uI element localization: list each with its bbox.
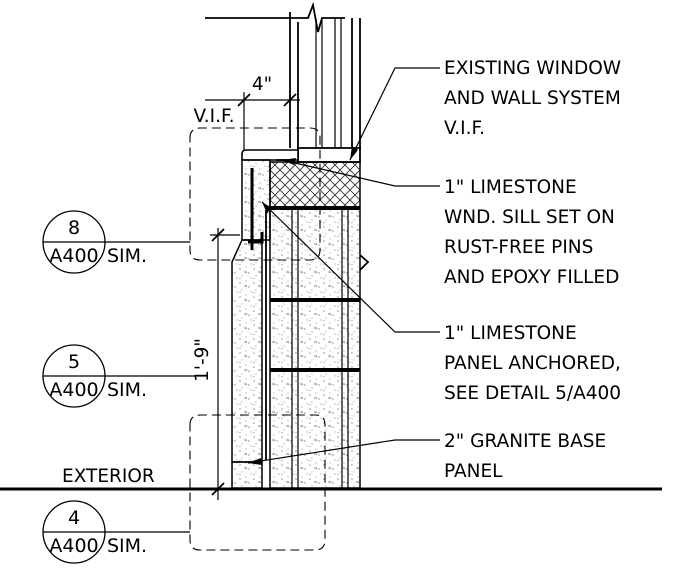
insulation-block [269, 161, 361, 209]
section-tag-4[interactable]: 4 A400 SIM. [42, 500, 190, 564]
exterior-label: EXTERIOR [62, 466, 155, 487]
section-tag-8[interactable]: 8 A400 SIM. [42, 210, 190, 274]
svg-text:AND WALL SYSTEM: AND WALL SYSTEM [444, 88, 621, 109]
limestone-sill [241, 149, 299, 250]
svg-text:PANEL ANCHORED,: PANEL ANCHORED, [444, 353, 621, 374]
width-dimension [205, 92, 300, 150]
svg-text:V.I.F.: V.I.F. [444, 118, 485, 139]
section-tag-sheet: A400 [49, 535, 98, 557]
width-vif-label: V.I.F. [193, 106, 234, 127]
section-tag-number: 4 [68, 507, 80, 529]
section-tag-suffix: SIM. [107, 245, 147, 267]
existing-window-frame [205, 1, 361, 163]
section-tag-sheet: A400 [49, 245, 98, 267]
leader-lines [247, 67, 440, 465]
section-tag-suffix: SIM. [107, 535, 147, 557]
svg-text:2" GRANITE BASE: 2" GRANITE BASE [444, 431, 606, 452]
height-dimension [210, 228, 240, 500]
callout-granite-base: 2" GRANITE BASE PANEL [444, 431, 606, 482]
svg-text:SEE DETAIL 5/A400: SEE DETAIL 5/A400 [444, 383, 621, 404]
svg-text:RUST-FREE PINS: RUST-FREE PINS [444, 237, 593, 258]
svg-text:1" LIMESTONE: 1" LIMESTONE [444, 323, 577, 344]
callout-limestone-sill: 1" LIMESTONE WND. SILL SET ON RUST-FREE … [444, 177, 619, 288]
height-label: 1'-9" [192, 338, 213, 382]
svg-text:AND EPOXY FILLED: AND EPOXY FILLED [444, 267, 619, 288]
section-tag-number: 5 [68, 351, 80, 373]
granite-base [231, 461, 263, 489]
callout-limestone-panel: 1" LIMESTONE PANEL ANCHORED, SEE DETAIL … [444, 323, 621, 404]
section-tag-sheet: A400 [49, 379, 98, 401]
limestone-panel [231, 210, 267, 463]
section-tag-suffix: SIM. [107, 379, 147, 401]
width-label: 4" [252, 74, 272, 95]
svg-text:WND. SILL SET ON: WND. SILL SET ON [444, 207, 615, 228]
detail-outlines [189, 127, 326, 551]
svg-text:1" LIMESTONE: 1" LIMESTONE [444, 177, 577, 198]
section-tag-5[interactable]: 5 A400 SIM. [42, 344, 195, 408]
section-tag-number: 8 [68, 217, 80, 239]
callout-existing-window: EXISTING WINDOW AND WALL SYSTEM V.I.F. [444, 58, 621, 139]
svg-text:EXISTING WINDOW: EXISTING WINDOW [444, 58, 621, 79]
svg-text:PANEL: PANEL [444, 461, 503, 482]
